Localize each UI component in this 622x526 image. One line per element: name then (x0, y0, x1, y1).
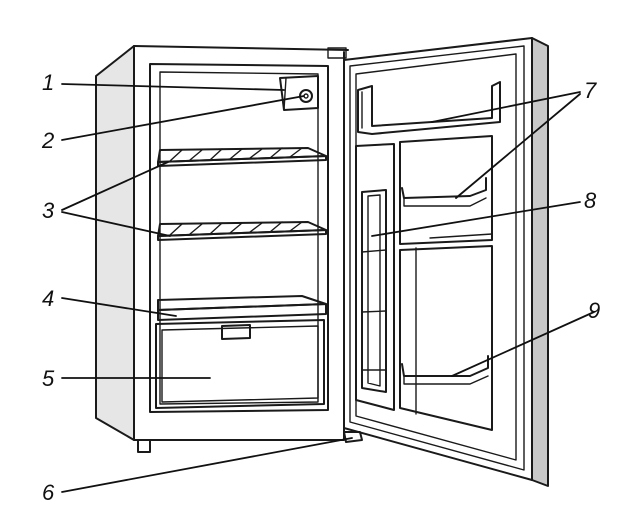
cabinet-front-frame (133, 45, 345, 441)
door-bin-top (357, 81, 501, 135)
crisper-cover (157, 295, 327, 321)
callout-7: 7 (584, 78, 597, 103)
leader-3a (61, 161, 169, 211)
leader-9 (451, 311, 595, 377)
callout-6: 6 (42, 480, 55, 505)
callout-1: 1 (42, 70, 54, 95)
wire-shelf-lower (157, 221, 327, 241)
door-rail-bar (361, 189, 387, 393)
door-shelf-bottom (401, 355, 489, 385)
cabinet (95, 45, 349, 453)
leader-7a (431, 91, 581, 123)
wire-shelf-upper (157, 147, 327, 167)
callout-8: 8 (584, 188, 597, 213)
cabinet-foot-left (137, 439, 151, 453)
top-hinge (327, 47, 347, 59)
door-rail-channel (355, 143, 395, 411)
leader-1 (61, 83, 285, 91)
door-shelf-middle (401, 177, 487, 207)
cabinet-inner-opening (149, 63, 329, 413)
callout-9: 9 (588, 298, 600, 323)
leader-2 (61, 95, 305, 141)
leader-6 (61, 437, 353, 493)
cabinet-side-panel (96, 46, 134, 440)
leader-lines (61, 83, 595, 493)
thermostat-housing (279, 75, 319, 111)
callout-4: 4 (42, 286, 54, 311)
crisper-drawer (155, 319, 325, 409)
leader-3b (61, 211, 171, 237)
leader-4 (61, 297, 177, 317)
door (343, 37, 549, 487)
callout-2: 2 (41, 128, 54, 153)
leader-7b (455, 93, 581, 199)
crisper-handle (221, 324, 251, 340)
leader-8 (371, 201, 581, 237)
door-edge (532, 38, 548, 486)
callout-5: 5 (42, 366, 55, 391)
callout-3: 3 (42, 198, 55, 223)
callout-labels: 1 2 3 4 5 6 7 8 9 (41, 70, 600, 505)
bottom-hinge (343, 431, 363, 443)
